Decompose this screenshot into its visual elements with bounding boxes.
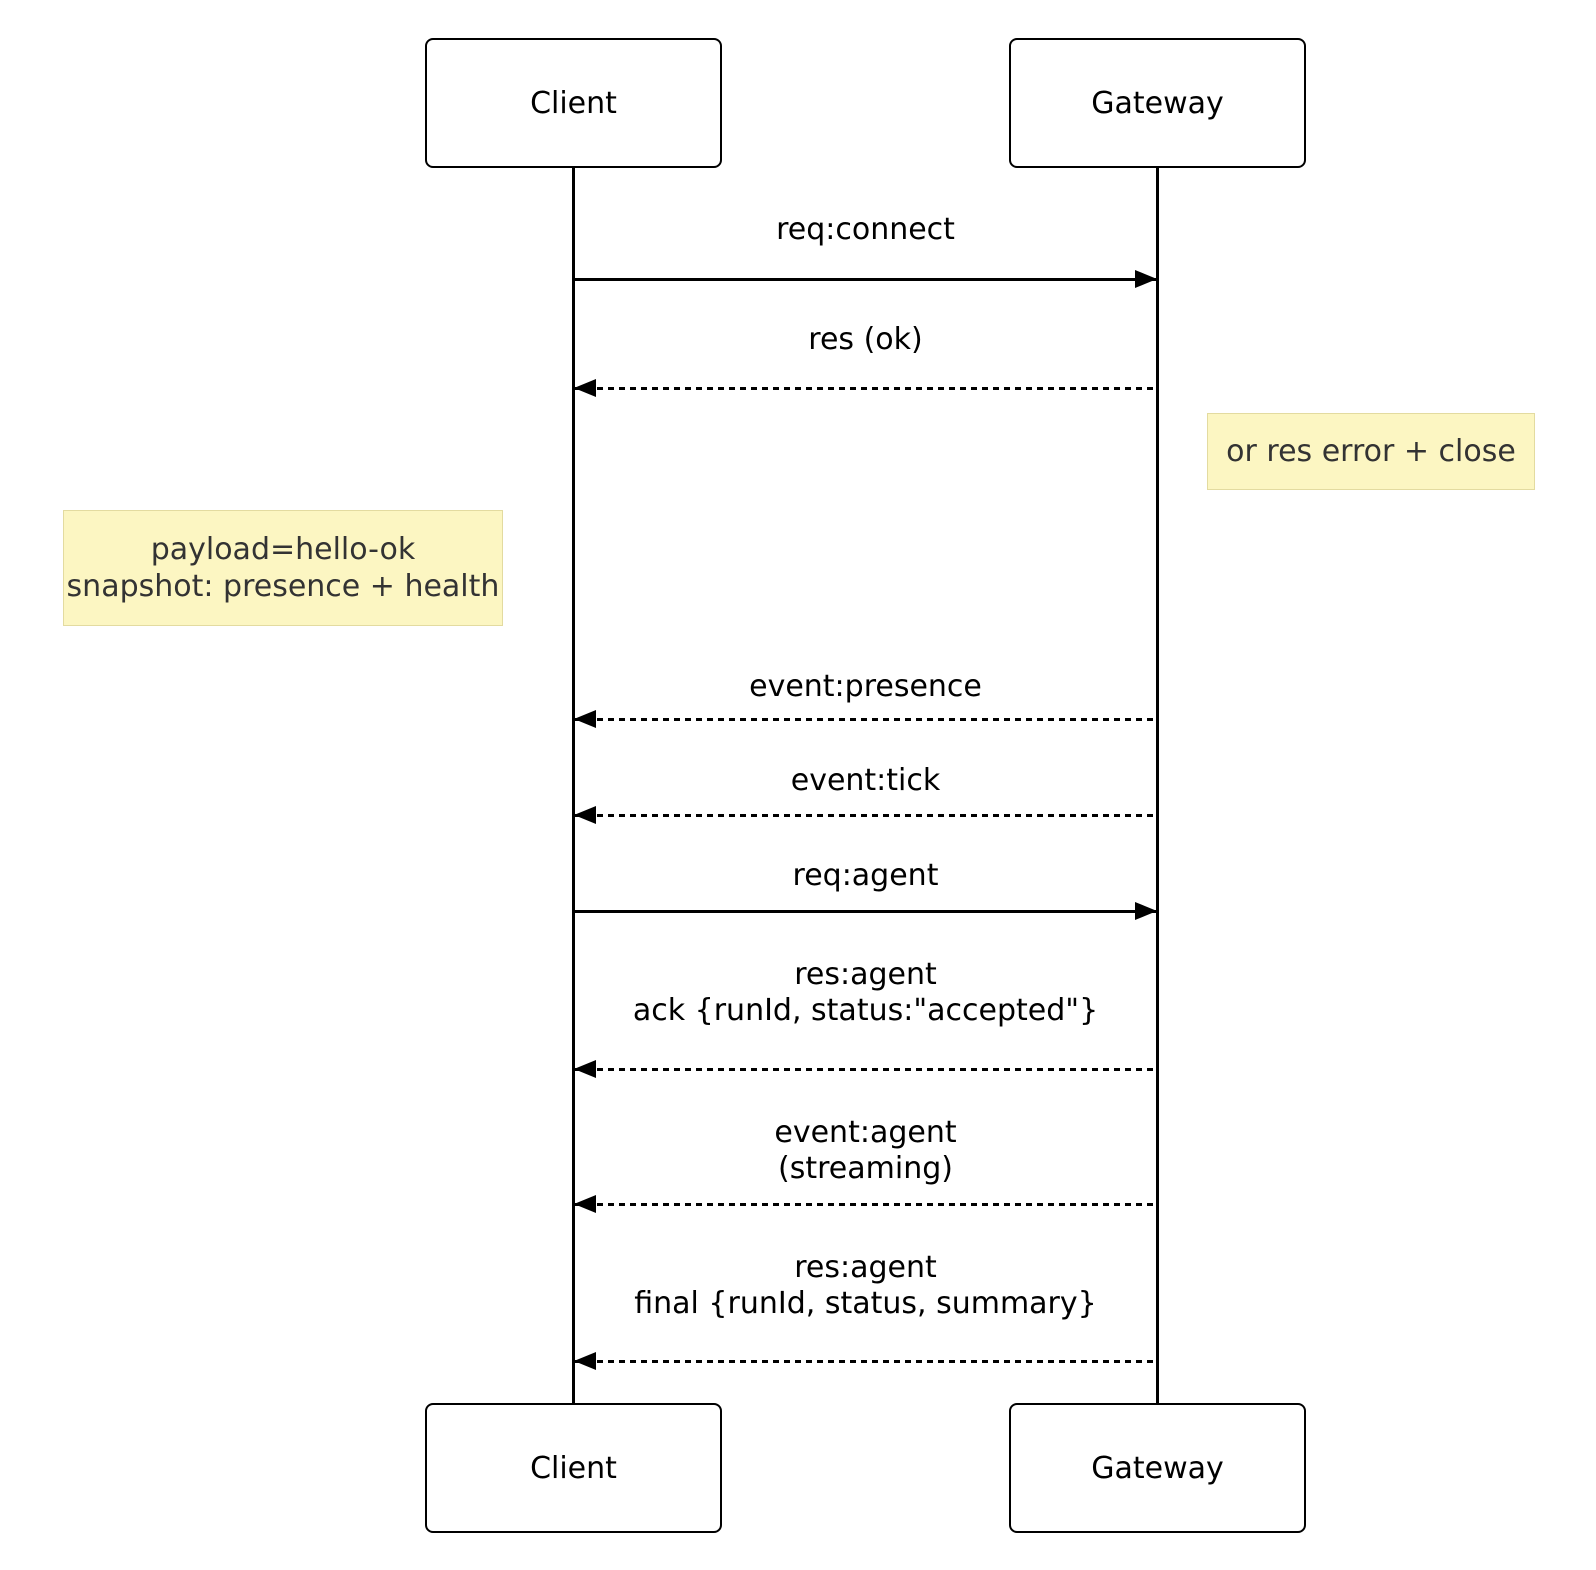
note-text: payload=hello-ok snapshot: presence + he…: [66, 532, 500, 604]
arrowhead-left-icon: [574, 806, 596, 824]
message-label-res-agent-final: res:agent final {runId, status, summary}: [634, 1250, 1097, 1321]
note-text: or res error + close: [1226, 434, 1516, 469]
actor-box-gateway-bottom: Gateway: [1009, 1403, 1306, 1533]
arrowhead-right-icon: [1135, 902, 1157, 920]
message-arrow-event-agent: [574, 1195, 1156, 1213]
message-label-res-agent-ack: res:agent ack {runId, status:"accepted"}: [632, 957, 1099, 1028]
message-label-event-presence: event:presence: [749, 669, 982, 704]
message-label-res-ok: res (ok): [808, 322, 923, 357]
arrowhead-left-icon: [574, 1060, 596, 1078]
message-arrow-res-ok: [574, 379, 1156, 397]
arrowhead-right-icon: [1135, 270, 1157, 288]
message-label-req-agent: req:agent: [792, 858, 939, 893]
actor-label-gateway: Gateway: [1091, 85, 1224, 121]
message-label-req-connect: req:connect: [776, 212, 955, 247]
actor-box-gateway-top: Gateway: [1009, 38, 1306, 168]
message-label-event-agent: event:agent (streaming): [774, 1115, 957, 1186]
actor-label-client: Client: [530, 85, 617, 121]
message-arrow-event-tick: [574, 806, 1156, 824]
message-arrow-res-agent-ack: [574, 1060, 1156, 1078]
lifeline-client: [572, 168, 575, 1403]
message-arrow-req-connect: [575, 270, 1157, 288]
message-arrow-event-presence: [574, 710, 1156, 728]
note-payload-snapshot: payload=hello-ok snapshot: presence + he…: [63, 510, 503, 626]
actor-box-client-top: Client: [425, 38, 722, 168]
message-label-event-tick: event:tick: [790, 763, 941, 798]
actor-label-gateway: Gateway: [1091, 1450, 1224, 1486]
lifeline-gateway: [1156, 168, 1159, 1403]
actor-label-client: Client: [530, 1450, 617, 1486]
arrowhead-left-icon: [574, 1195, 596, 1213]
arrowhead-left-icon: [574, 379, 596, 397]
note-or-res-error: or res error + close: [1207, 413, 1535, 490]
actor-box-client-bottom: Client: [425, 1403, 722, 1533]
message-arrow-res-agent-final: [574, 1352, 1156, 1370]
arrowhead-left-icon: [574, 710, 596, 728]
message-arrow-req-agent: [575, 902, 1157, 920]
arrowhead-left-icon: [574, 1352, 596, 1370]
